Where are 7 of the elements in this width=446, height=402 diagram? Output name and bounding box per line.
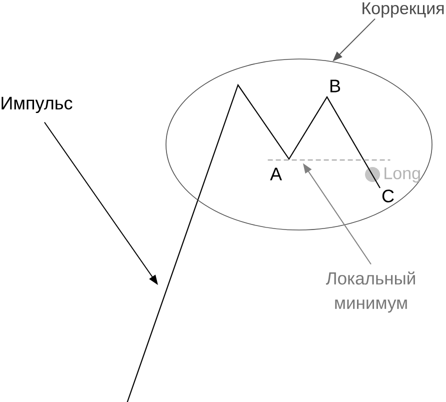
marker-label: Long (384, 167, 420, 183)
callout-text: Коррекция (362, 2, 444, 18)
point-letter: C (382, 190, 394, 202)
ellipse (166, 58, 432, 230)
callout-text: Локальный минимум (326, 271, 415, 313)
callout-text: Импульс (2, 96, 72, 114)
point-letter: B (330, 80, 340, 92)
